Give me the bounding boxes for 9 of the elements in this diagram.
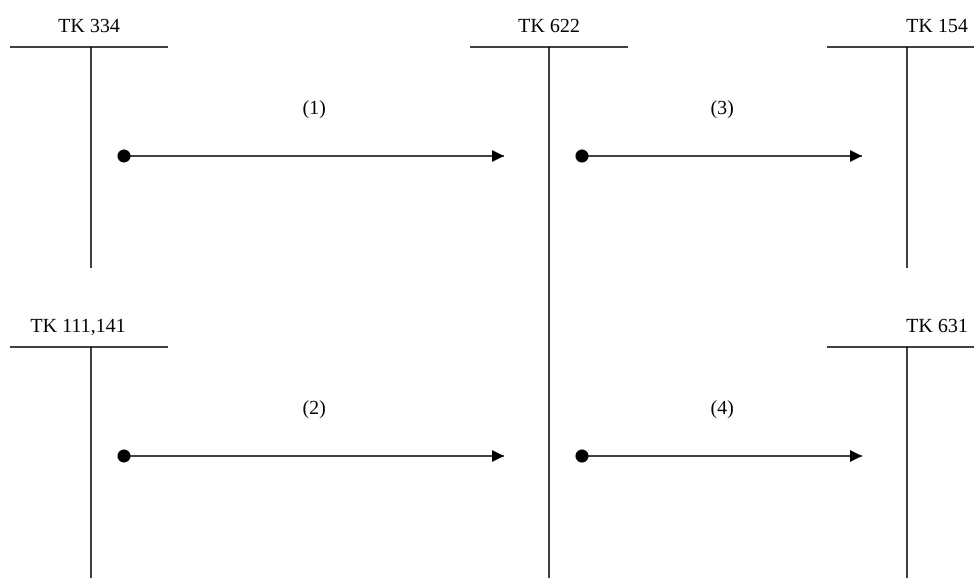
account-title: TK 631	[906, 314, 968, 338]
account-title: TK 111,141	[30, 314, 126, 338]
arrow	[576, 450, 862, 462]
arrow	[118, 150, 504, 162]
account-title: TK 622	[518, 14, 580, 38]
account-title: TK 334	[58, 14, 120, 38]
arrow	[118, 450, 504, 462]
arrow	[576, 150, 862, 162]
account-title: TK 154	[906, 14, 968, 38]
